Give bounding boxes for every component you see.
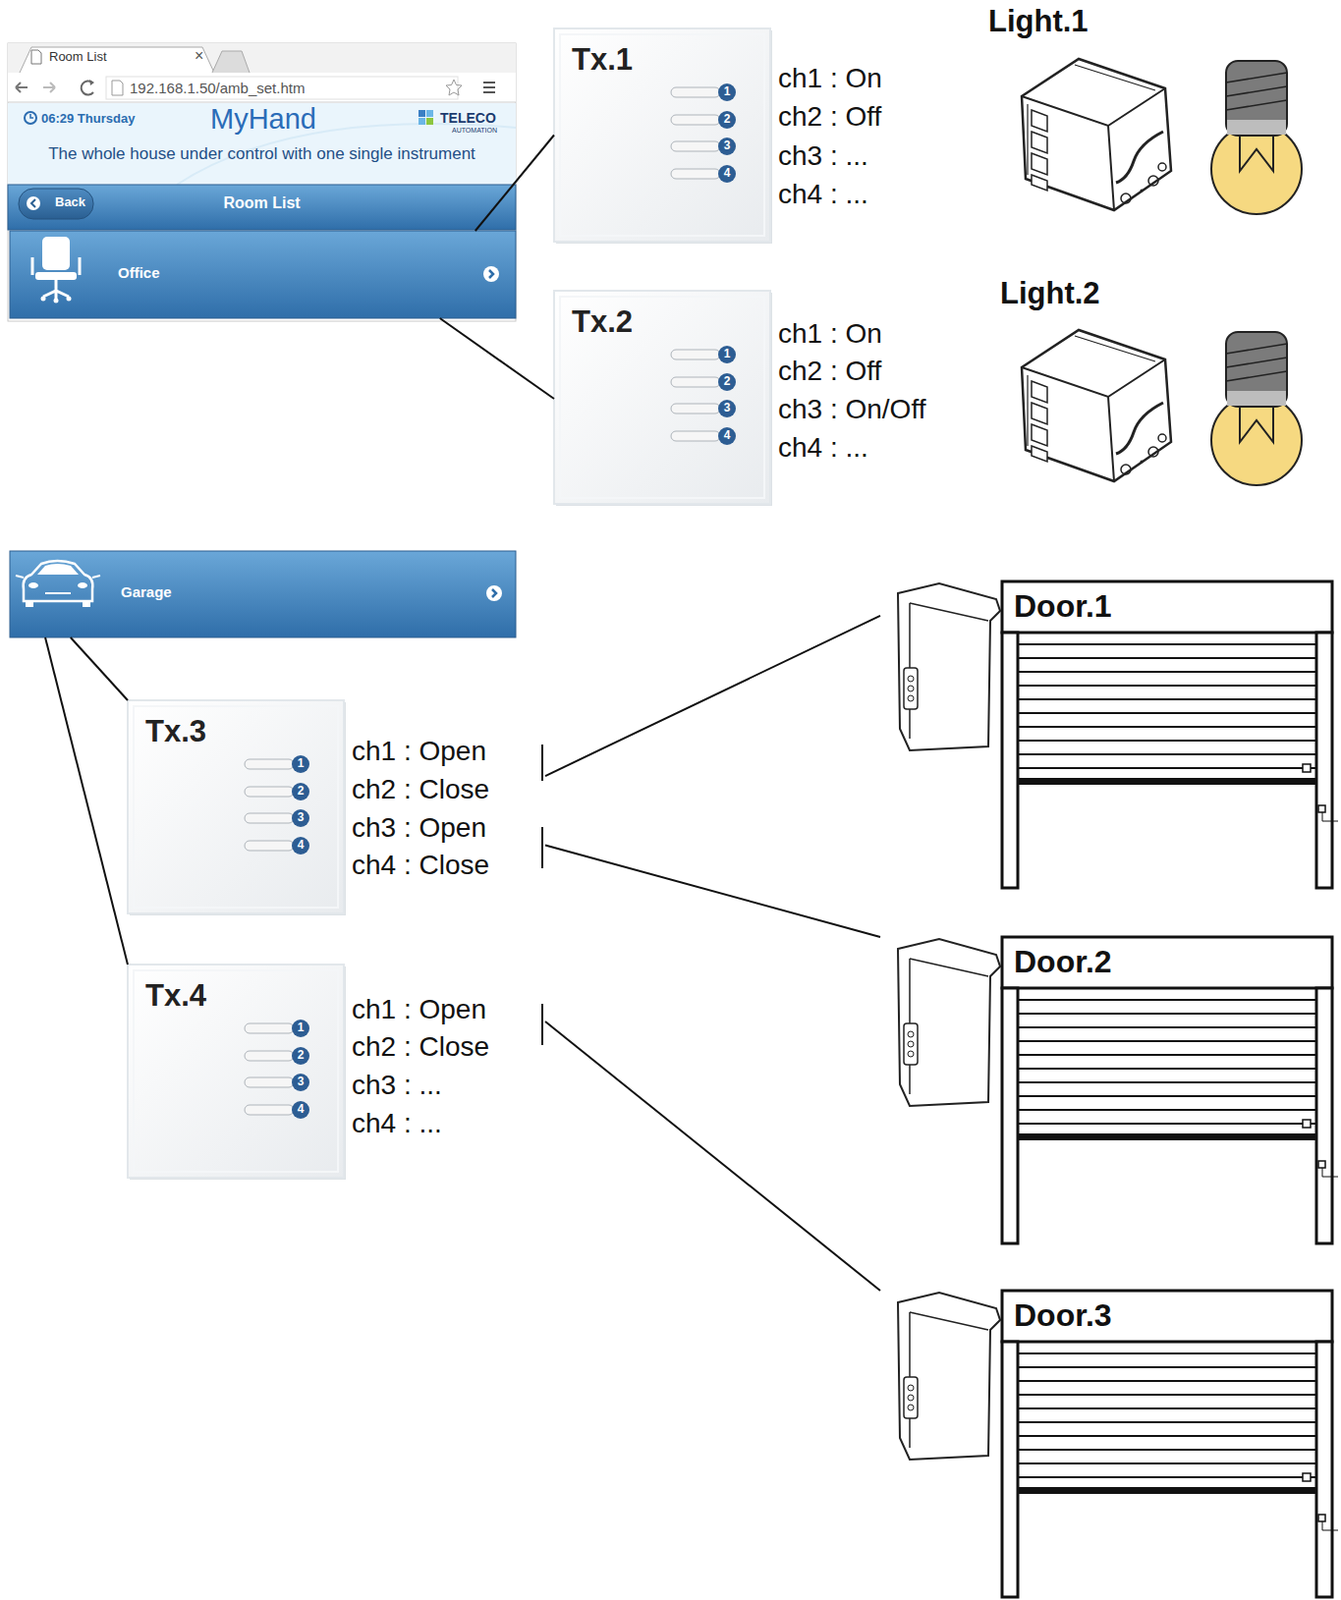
device-name: Light.2 <box>1000 276 1101 312</box>
room-bar: Garage <box>9 551 516 638</box>
device-name: Light.1 <box>988 3 1089 40</box>
channel-label: ch3 : ... <box>351 1069 443 1102</box>
button-number: 1 <box>291 757 310 772</box>
channel-label: ch4 : Close <box>351 849 490 882</box>
room-name: Garage <box>120 583 172 601</box>
connector-line <box>70 637 128 701</box>
app-logo: MyHand <box>155 103 372 136</box>
channel-label: ch4 : ... <box>351 1108 443 1140</box>
button-number: 4 <box>718 167 736 181</box>
transmitter-name: Tx.4 <box>145 978 207 1014</box>
channel-label: ch3 : Open <box>351 812 487 844</box>
garage-door: Door.2 <box>880 937 1333 1246</box>
tab-close: × <box>194 47 204 65</box>
channel-label: ch1 : On <box>778 62 883 95</box>
transmitter-name: Tx.1 <box>571 42 633 78</box>
channel-label: ch3 : On/Off <box>778 393 926 426</box>
channel-label: ch2 : Close <box>351 1031 490 1063</box>
light-receiver: Light.1 <box>986 3 1311 219</box>
light-receiver: Light.2 <box>998 276 1311 491</box>
transmitter-name: Tx.2 <box>571 304 633 340</box>
channel-label: ch4 : ... <box>778 178 869 211</box>
channel-label: ch4 : ... <box>778 432 869 464</box>
button-number: 1 <box>291 1021 310 1036</box>
bar-title: Room List <box>7 194 516 213</box>
url: 192.168.1.50/amb_set.htm <box>129 79 305 97</box>
transmitter: Tx.4 1 2 3 4 ch1 : Open ch2 : Close ch3 : ... ch… <box>127 964 546 1184</box>
channel-label: ch3 : ... <box>778 140 869 172</box>
button-number: 3 <box>718 139 736 154</box>
button-number: 3 <box>718 401 736 416</box>
device-name: Door.2 <box>1013 944 1113 981</box>
transmitter: Tx.2 1 2 3 4 ch1 : On ch2 : Off ch3 : On/Off ch4… <box>554 290 948 507</box>
button-number: 4 <box>718 429 736 444</box>
brand-sub: AUTOMATION <box>451 126 498 135</box>
garage-door: Door.1 <box>880 581 1333 894</box>
channel-label: ch2 : Off <box>778 355 882 388</box>
button-number: 1 <box>718 85 736 100</box>
button-number: 3 <box>291 1075 310 1090</box>
room-name: Office <box>117 264 161 281</box>
garage-door: Door.3 <box>880 1290 1333 1598</box>
button-number: 2 <box>718 375 736 390</box>
channel-label: ch2 : Close <box>351 774 490 806</box>
button-number: 2 <box>291 1049 310 1063</box>
device-name: Door.3 <box>1013 1297 1113 1335</box>
transmitter: Tx.3 1 2 3 4 ch1 : Open ch2 : Close ch3 : Open c… <box>127 700 546 914</box>
tab-title: Room List <box>49 50 108 65</box>
button-number: 4 <box>291 838 310 853</box>
button-number: 2 <box>718 112 736 127</box>
channel-label: ch1 : Open <box>351 735 487 768</box>
tagline: The whole house under control with one s… <box>7 144 516 165</box>
brand-logo: TELECO <box>440 110 497 126</box>
device-name: Door.1 <box>1013 588 1113 625</box>
channel-label: ch1 : On <box>778 318 883 350</box>
connector-line <box>545 845 881 938</box>
connector-line <box>545 1021 881 1291</box>
channel-label: ch2 : Off <box>778 101 882 133</box>
channel-label: ch1 : Open <box>351 994 487 1026</box>
transmitter: Tx.1 1 2 3 4 ch1 : On ch2 : Off ch3 : ... ch4 : … <box>554 28 943 242</box>
connector-line <box>475 135 555 232</box>
button-number: 1 <box>718 347 736 362</box>
browser-window: Room List × 192.168.1.50/amb_set.htm 06:29 … <box>7 43 520 322</box>
button-number: 4 <box>291 1103 310 1118</box>
back-button: Back <box>55 195 86 211</box>
connector-line <box>440 318 555 399</box>
connector-line <box>45 637 128 965</box>
clock-label: 06:29 Thursday <box>41 111 135 127</box>
button-number: 2 <box>291 784 310 799</box>
room-bar: Office <box>9 230 516 319</box>
transmitter-name: Tx.3 <box>145 714 207 750</box>
button-number: 3 <box>291 811 310 826</box>
connector-line <box>545 615 881 777</box>
